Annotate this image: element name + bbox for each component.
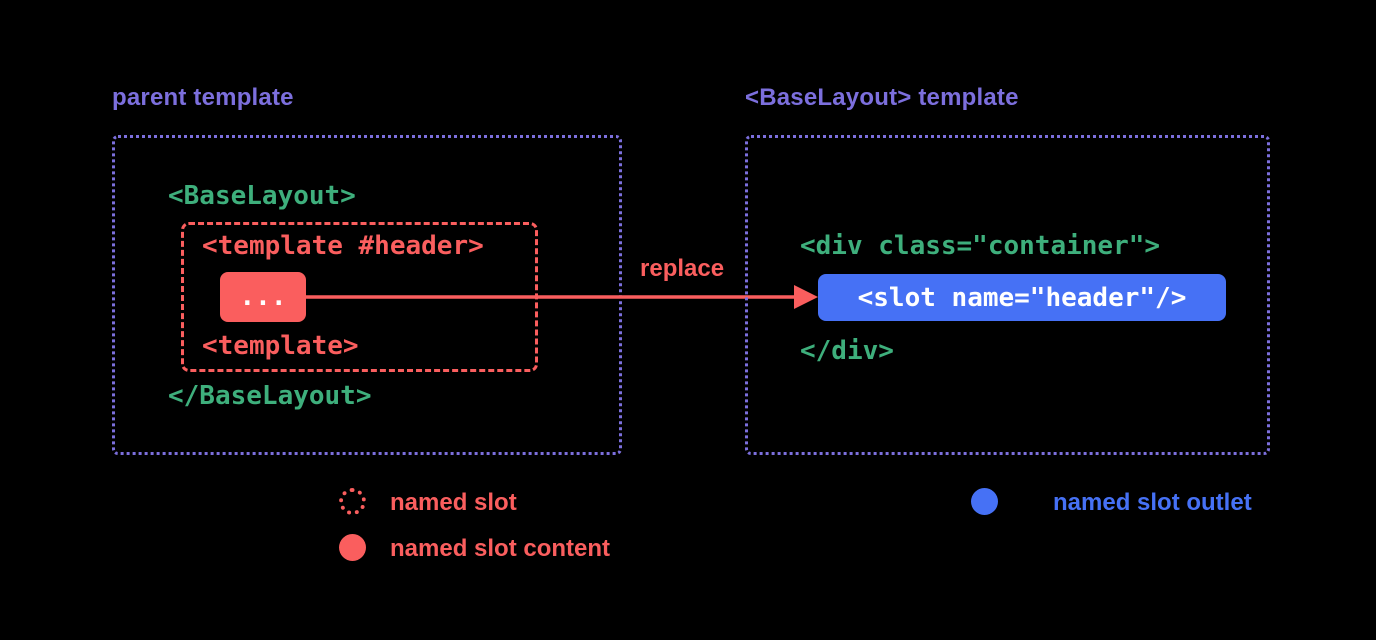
- parent-template-box: [112, 135, 622, 455]
- named-slot-outlet-legend-label: named slot outlet: [1053, 489, 1252, 516]
- baselayout-template-box: [745, 135, 1270, 455]
- div-container-open-tag: <div class="container">: [800, 231, 1161, 261]
- named-slot-content-box: ...: [220, 272, 306, 322]
- baselayout-open-tag: <BaseLayout>: [168, 181, 356, 211]
- baselayout-close-tag: </BaseLayout>: [168, 381, 372, 411]
- parent-template-title: parent template: [112, 84, 294, 111]
- div-close-tag: </div>: [800, 336, 894, 366]
- template-close-tag: <template>: [202, 331, 359, 361]
- named-slot-content-icon: [339, 534, 366, 561]
- named-slot-icon: [339, 488, 366, 515]
- named-slot-content-legend-label: named slot content: [390, 535, 611, 562]
- named-slot-legend-label: named slot: [390, 489, 517, 516]
- named-slot-outlet-icon: [971, 488, 998, 515]
- template-header-open-tag: <template #header>: [202, 231, 484, 261]
- baselayout-template-title: <BaseLayout> template: [745, 84, 1019, 111]
- replace-arrow-label: replace: [640, 255, 725, 282]
- named-slot-outlet-box: <slot name="header"/>: [818, 274, 1226, 321]
